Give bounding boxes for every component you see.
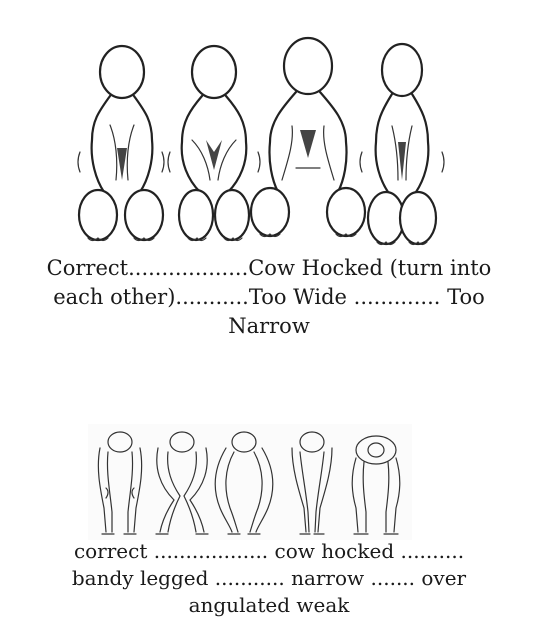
bottom-caption-line-1: correct .................. cow hocked ..… <box>73 539 465 563</box>
bottom-caption-line-3: angulated weak <box>188 593 350 617</box>
bottom-caption-line-2: bandy legged ........... narrow ....... … <box>71 566 467 590</box>
hindlegs-bandy-legged <box>214 431 274 535</box>
top-caption-line-2: each other)...........Too Wide .........… <box>53 285 485 309</box>
dog-rear-cow-hocked <box>167 44 261 242</box>
bottom-caption: correct .................. cow hocked ..… <box>0 538 538 619</box>
dog-rear-too-narrow <box>359 42 445 246</box>
hindlegs-correct <box>97 431 143 535</box>
hindlegs-narrow <box>291 431 333 535</box>
dog-rear-too-wide <box>249 36 367 238</box>
rear-stance-diagram <box>77 36 445 246</box>
hindlegs-over-angulated-weak <box>351 435 401 535</box>
hindlegs-cow-hocked <box>155 431 209 535</box>
top-caption: Correct..................Cow Hocked (tur… <box>0 254 538 341</box>
top-caption-line-3: Narrow <box>228 314 310 338</box>
hindleg-conformation-diagram <box>88 424 412 540</box>
dog-rear-correct <box>77 44 165 242</box>
top-caption-line-1: Correct..................Cow Hocked (tur… <box>46 256 492 280</box>
